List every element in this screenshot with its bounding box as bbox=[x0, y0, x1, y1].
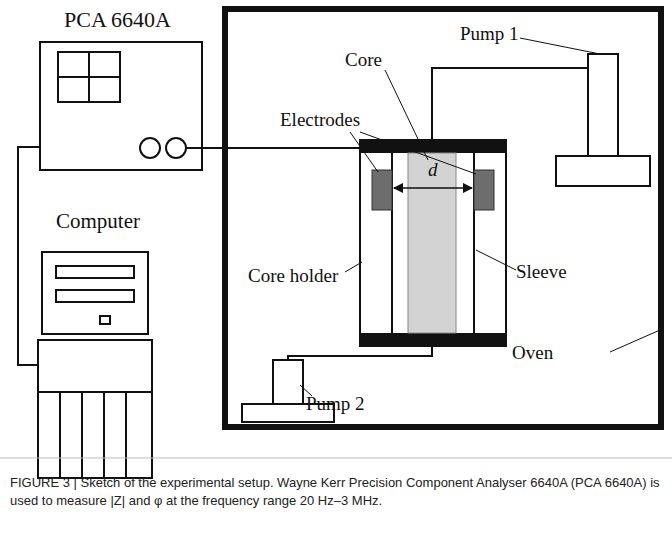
part-name: Core bbox=[345, 50, 382, 71]
pump-body bbox=[273, 360, 303, 404]
electrode bbox=[372, 170, 392, 210]
pump-body bbox=[588, 54, 618, 156]
computer-case bbox=[42, 252, 148, 334]
node-heading: Computer bbox=[56, 210, 140, 233]
drive-slot bbox=[56, 266, 134, 278]
signal-wire bbox=[186, 147, 372, 149]
computer-base bbox=[38, 391, 152, 393]
node-heading: PCA 6640A bbox=[64, 8, 171, 32]
part-name: Sleeve bbox=[516, 262, 567, 283]
pump-base bbox=[556, 156, 650, 186]
pipe bbox=[432, 68, 588, 140]
part-name: Electrodes bbox=[280, 110, 360, 131]
analyser-body bbox=[40, 42, 202, 170]
dimension-arrow bbox=[394, 187, 472, 189]
dimension-label: d bbox=[428, 160, 438, 181]
part-name: Pump 2 bbox=[306, 394, 365, 415]
analyser-port bbox=[140, 138, 160, 158]
analyser-screen bbox=[58, 52, 120, 102]
analyser-box: PCA 6640A bbox=[40, 42, 202, 170]
node-heading: Oven bbox=[512, 343, 553, 364]
caption-rule bbox=[0, 458, 672, 459]
holder-cap bbox=[360, 140, 506, 153]
pipe bbox=[288, 346, 432, 360]
power-button bbox=[100, 316, 110, 324]
analyser-port bbox=[166, 138, 186, 158]
part-name: Core holder bbox=[248, 266, 338, 287]
drive-slot bbox=[56, 290, 134, 302]
screen-grid bbox=[58, 76, 120, 78]
computer-base bbox=[38, 340, 152, 478]
computer-box: Computer bbox=[38, 252, 152, 478]
electrode bbox=[474, 170, 494, 210]
part-name: Pump 1 bbox=[460, 24, 519, 45]
signal-cable bbox=[18, 147, 40, 365]
holder-cap bbox=[360, 333, 506, 346]
figure-caption: FIGURE 3 | Sketch of the experimental se… bbox=[10, 474, 660, 510]
core-holder bbox=[360, 140, 506, 346]
leader-line bbox=[300, 38, 660, 396]
vent-lines bbox=[60, 392, 126, 478]
oven-box: Oven bbox=[222, 6, 664, 430]
core bbox=[408, 153, 456, 333]
